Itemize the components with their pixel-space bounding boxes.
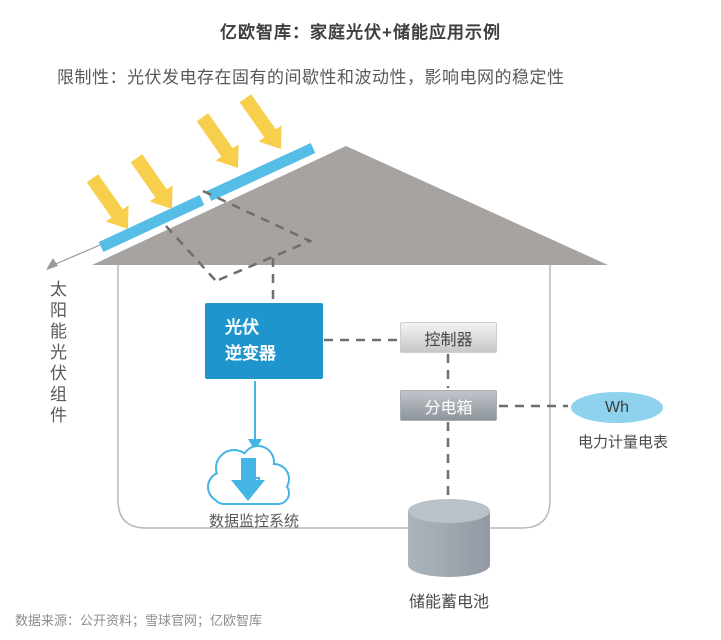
monitoring-system-label: 数据监控系统 [208, 513, 299, 530]
solar-panel-icon [98, 143, 316, 252]
page-title: 亿欧智库：家庭光伏+储能应用示例 [220, 23, 501, 42]
inverter-to-cloud-arrow [248, 381, 262, 451]
cloud-download-icon [207, 445, 290, 505]
house-roof [92, 146, 608, 265]
panel-pointer-arrow [46, 244, 101, 270]
sun-ray-arrow-icon [86, 94, 282, 229]
limitation-note: 限制性：光伏发电存在固有的间歇性和波动性，影响电网的稳定性 [57, 68, 565, 87]
controller-label: 控制器 [424, 331, 473, 349]
solar-panel-label: 太阳能光伏组件 [47, 280, 66, 427]
distribution-box: 分电箱 [400, 390, 497, 421]
distribution-box-label: 分电箱 [424, 399, 473, 417]
inverter-label: 光伏 逆变器 [225, 317, 276, 363]
house-outline [117, 265, 551, 529]
battery-label: 储能蓄电池 [408, 594, 489, 611]
inverter-box: 光伏 逆变器 [205, 303, 323, 379]
meter-badge: Wh [571, 392, 663, 423]
dashed-connectors [165, 189, 568, 496]
data-source: 数据来源：公开资料；雪球官网；亿欧智库 [15, 613, 263, 628]
controller-box: 控制器 [400, 322, 497, 353]
battery-cylinder-icon [408, 499, 490, 577]
meter-value: Wh [605, 398, 629, 416]
meter-label: 电力计量电表 [577, 434, 668, 451]
